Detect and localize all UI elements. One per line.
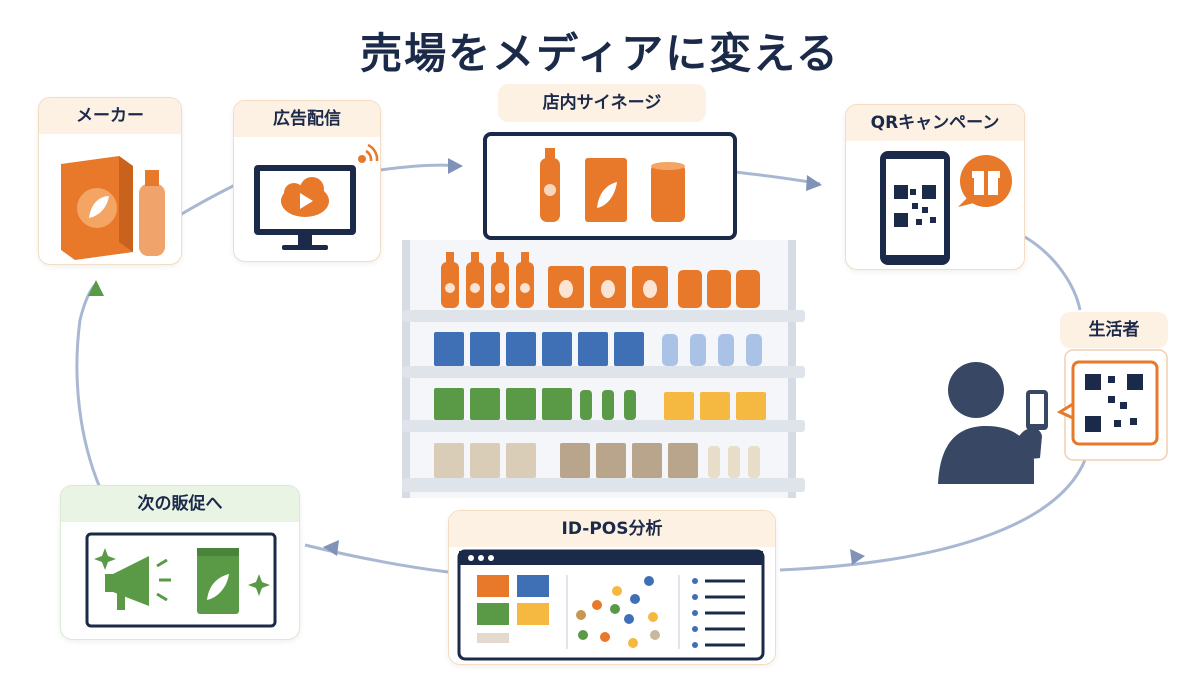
flow-line-pos-next — [304, 543, 449, 574]
id-pos-label: ID-POS分析 — [449, 511, 775, 547]
store-shelf — [402, 240, 805, 498]
signage-screen — [483, 132, 737, 240]
flow-line-maker-ad — [179, 183, 236, 217]
maker-card: メーカー — [38, 97, 182, 265]
id-pos-card: ID-POS分析 — [448, 510, 776, 665]
ad-delivery-label: 広告配信 — [234, 101, 380, 137]
consumer-label: 生活者 — [1060, 312, 1168, 348]
next-promo-card: 次の販促へ — [60, 485, 300, 640]
consumer-person-icon — [938, 349, 1168, 484]
qr-campaign-label: QRキャンペーン — [846, 105, 1024, 141]
flow-line-qr-consumer — [1024, 235, 1082, 311]
arrow-head-pos-next — [323, 540, 339, 556]
signage-label: 店内サイネージ — [498, 84, 706, 122]
arrow-head-consumer-pos — [850, 549, 865, 565]
megaphone-product-icon — [85, 532, 277, 628]
maker-label: メーカー — [39, 98, 181, 134]
arrow-head-signage-qr — [806, 175, 822, 191]
arrow-head-next-maker — [88, 280, 104, 296]
page-title: 売場をメディアに変える — [360, 29, 840, 78]
qr-campaign-card: QRキャンペーン — [845, 104, 1025, 270]
product-package-icon — [61, 156, 165, 260]
next-promo-label: 次の販促へ — [61, 486, 299, 522]
flow-line-consumer-pos — [779, 459, 1087, 572]
phone-qr-gift-icon — [880, 151, 1012, 265]
consumer-card: 生活者 — [1060, 312, 1168, 460]
monitor-cloud-icon — [254, 143, 379, 250]
ad-delivery-card: 広告配信 — [233, 100, 381, 262]
analytics-dashboard-icon — [457, 549, 765, 661]
flow-line-next-maker — [75, 283, 102, 489]
arrow-head-ad-signage — [448, 158, 463, 174]
